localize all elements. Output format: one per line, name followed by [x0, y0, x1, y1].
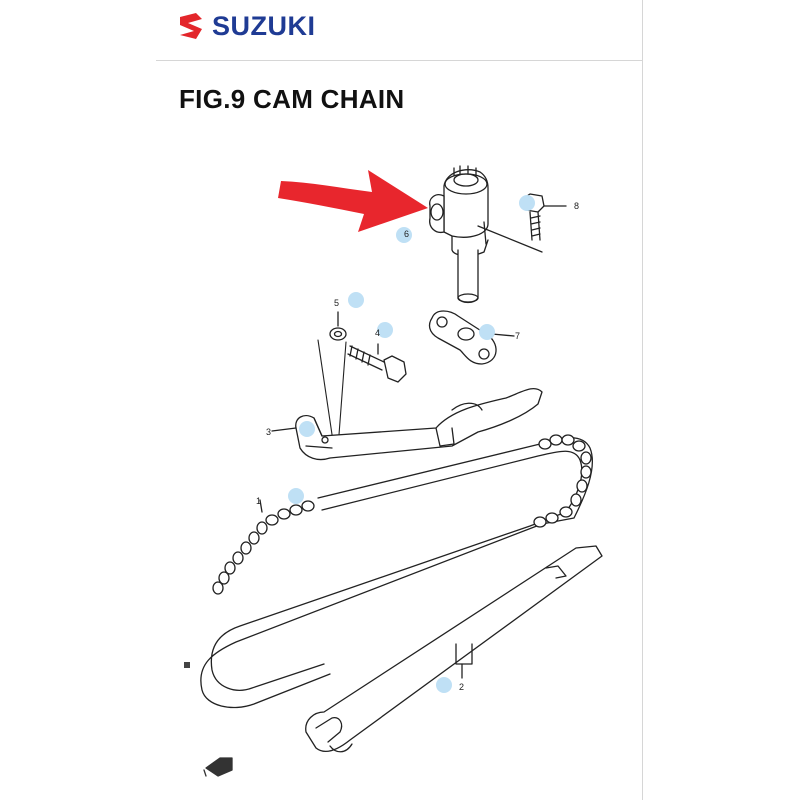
part-3-tensioner-guide	[271, 388, 543, 461]
callout-label-4: 4	[375, 328, 380, 338]
brand-name: SUZUKI	[212, 10, 316, 41]
callout-label-5: 5	[334, 298, 339, 308]
marker-dots	[288, 195, 535, 693]
header-divider	[156, 60, 643, 61]
suzuki-s-logo-icon	[180, 13, 202, 39]
highlight-arrow-icon	[278, 170, 428, 232]
figure-title: FIG.9 CAM CHAIN	[179, 84, 405, 114]
page-border-right	[642, 0, 643, 800]
callout-label-1: 1	[256, 496, 261, 506]
callout-label-6: 6	[404, 229, 409, 239]
brand-header: SUZUKI	[176, 6, 316, 46]
callout-label-7: 7	[515, 331, 520, 341]
callout-label-2: 2	[459, 682, 464, 692]
part-4-bolt	[347, 343, 407, 383]
part-5-washer	[329, 311, 347, 341]
reference-mark	[184, 662, 190, 668]
part-6-tensioner-adjuster	[429, 165, 543, 304]
callout-label-8: 8	[574, 201, 579, 211]
callout-label-3: 3	[266, 427, 271, 437]
part-1-cam-chain	[200, 434, 594, 709]
part-2-chain-guide	[305, 545, 603, 753]
forward-direction-icon	[203, 757, 233, 777]
part-7-gasket	[428, 310, 515, 365]
